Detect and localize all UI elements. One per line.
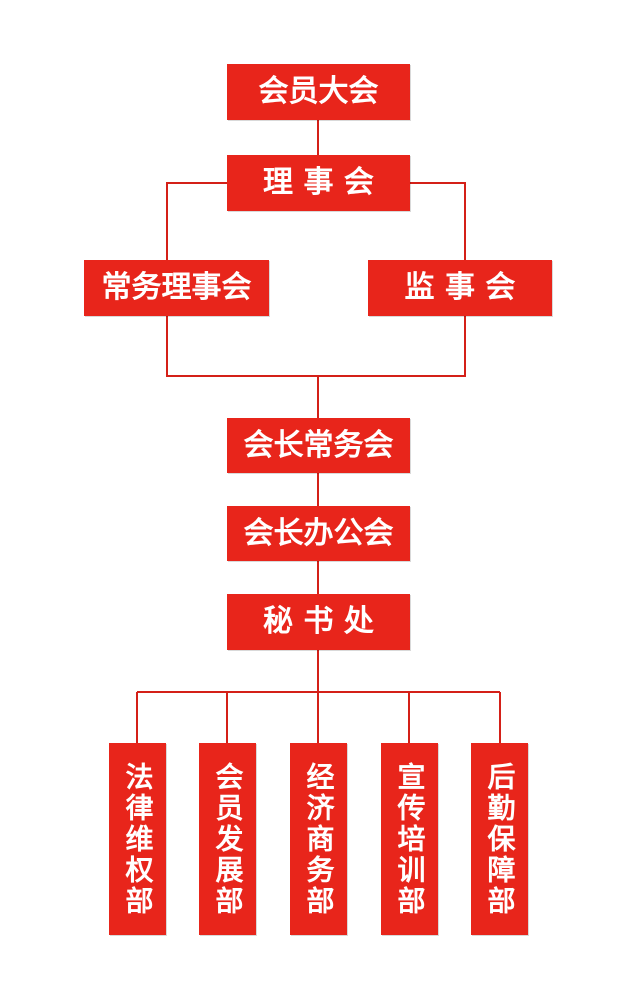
general-assembly-box: 会员大会 [227, 64, 410, 120]
president-standing-meeting-box: 会长常务会 [227, 418, 410, 473]
connector-council-right [410, 182, 466, 260]
connector-council-left [166, 182, 227, 260]
supervisory-board-box: 监 事 会 [368, 260, 552, 316]
connector-branches-merge [166, 316, 466, 377]
council-box: 理 事 会 [227, 155, 410, 211]
department-economic-business-box: 经济商务部 [290, 743, 347, 935]
department-logistics-box: 后勤保障部 [471, 743, 528, 935]
standing-council-box: 常务理事会 [84, 260, 269, 316]
department-membership-box: 会员发展部 [199, 743, 256, 935]
department-publicity-training-box: 宣传培训部 [381, 743, 438, 935]
president-office-meeting-box: 会长办公会 [227, 506, 410, 561]
secretariat-box: 秘 书 处 [227, 594, 410, 650]
department-legal-rights-box: 法律维权部 [109, 743, 166, 935]
